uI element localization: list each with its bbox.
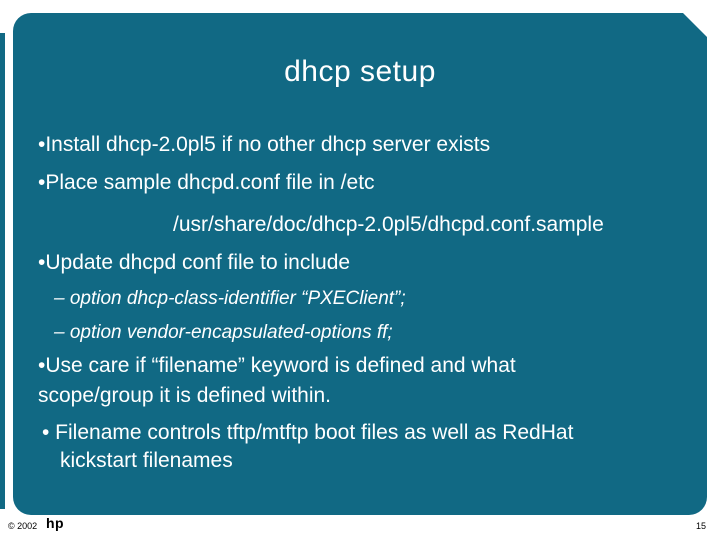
corner-notch bbox=[683, 13, 707, 37]
slide-panel: dhcp setup •Install dhcp-2.0pl5 if no ot… bbox=[13, 13, 707, 515]
sample-conf-path: /usr/share/doc/dhcp-2.0pl5/dhcpd.conf.sa… bbox=[173, 213, 604, 236]
sub-option-class-identifier: – option dhcp-class-identifier “PXEClien… bbox=[54, 288, 406, 309]
slide-title: dhcp setup bbox=[284, 55, 436, 88]
bullet-place-sample-conf: •Place sample dhcpd.conf file in /etc bbox=[38, 171, 375, 194]
bullet-filename-controls: • Filename controls tftp/mtftp boot file… bbox=[42, 421, 574, 472]
footer-copyright: © 2002 bbox=[8, 521, 38, 531]
hp-logo: hp bbox=[46, 515, 65, 531]
bullet-install-dhcp: •Install dhcp-2.0pl5 if no other dhcp se… bbox=[38, 133, 491, 156]
bullet-update-conf: •Update dhcpd conf file to include bbox=[38, 251, 351, 274]
sub-option-vendor-options: – option vendor-encapsulated-options ff; bbox=[54, 322, 393, 343]
page-number: 15 bbox=[695, 521, 706, 531]
bullet-use-care-filename: •Use care if “filename” keyword is defin… bbox=[38, 354, 516, 407]
left-accent-stripe bbox=[0, 33, 5, 509]
